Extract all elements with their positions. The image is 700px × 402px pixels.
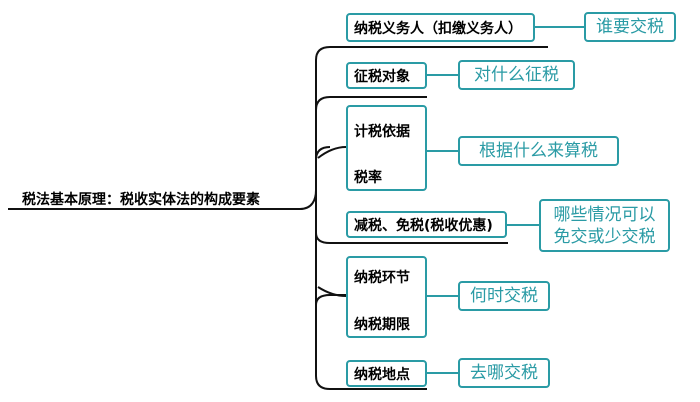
element-tax-object: 征税对象: [346, 62, 427, 89]
note-how-calculated: 根据什么来算税: [458, 136, 619, 166]
sub-line-3: [317, 146, 347, 159]
branch-2-line: [315, 146, 331, 161]
note-when-pay-text: 何时交税: [470, 286, 538, 306]
element-location-label: 纳税地点: [354, 366, 410, 383]
branch-3-line: [315, 232, 508, 244]
element-relief-label: 减税、免税(税收优惠): [354, 217, 493, 234]
element-basis-rate: 计税依据 税率: [346, 105, 427, 191]
branch-4-line: [315, 294, 427, 306]
note-who-pays-text: 谁要交税: [596, 17, 664, 37]
element-stage-period: 纳税环节 纳税期限: [346, 256, 427, 338]
note-relief-line-1: 哪些情况可以: [553, 204, 656, 225]
note-when-pay: 何时交税: [458, 281, 550, 311]
trunk-lower: [315, 190, 427, 390]
branch-1-line: [315, 96, 427, 111]
element-basis-label: 计税依据: [354, 124, 410, 140]
note-what-taxed: 对什么征税: [458, 60, 575, 90]
note-who-pays: 谁要交税: [584, 12, 676, 42]
note-relief-line-2: 免交或少交税: [553, 226, 656, 247]
sub-line-5: [317, 286, 347, 297]
note-where-pay-text: 去哪交税: [470, 363, 538, 383]
trunk-upper: [315, 46, 548, 190]
element-rate-label: 税率: [354, 170, 382, 186]
element-taxpayer: 纳税义务人（扣缴义务人）: [346, 13, 535, 42]
root-topic: 税法基本原理：税收实体法的构成要素: [22, 192, 260, 208]
element-relief: 减税、免税(税收优惠): [346, 211, 507, 238]
element-location: 纳税地点: [346, 360, 427, 387]
note-where-pay: 去哪交税: [458, 358, 550, 388]
note-relief-cases: 哪些情况可以 免交或少交税: [539, 199, 670, 252]
element-stage-label: 纳税环节: [354, 270, 410, 286]
note-how-calculated-text: 根据什么来算税: [479, 141, 598, 161]
element-taxpayer-label: 纳税义务人（扣缴义务人）: [354, 20, 522, 37]
element-tax-object-label: 征税对象: [354, 68, 410, 85]
note-what-taxed-text: 对什么征税: [474, 65, 559, 85]
element-period-label: 纳税期限: [354, 317, 410, 333]
